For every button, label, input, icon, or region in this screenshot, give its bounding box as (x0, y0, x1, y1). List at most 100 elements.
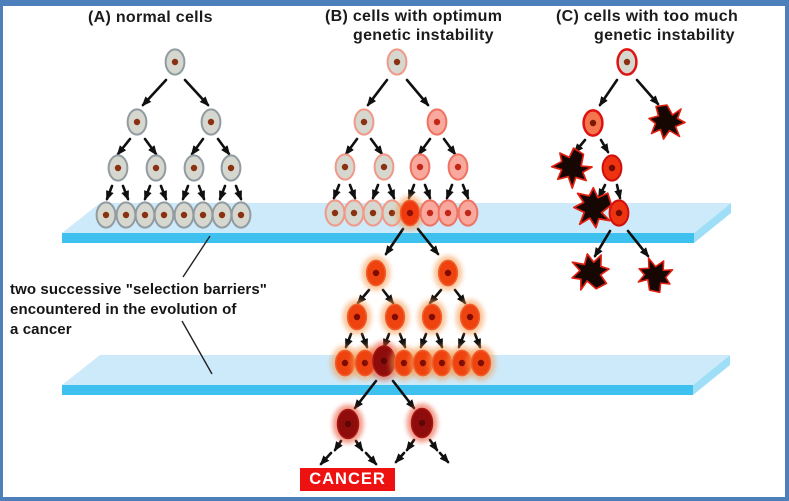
division-arrow (635, 78, 660, 106)
cell-nucleus (102, 211, 110, 219)
cell-nucleus (466, 313, 474, 321)
cell-nucleus (623, 58, 631, 66)
cell-nucleus (391, 313, 399, 321)
cell-nucleus (416, 163, 424, 171)
division-arrow (366, 78, 389, 107)
division-arrow (394, 451, 406, 464)
division-arrow (417, 137, 432, 156)
dead-cell-icon (571, 253, 610, 291)
cell-nucleus (458, 359, 466, 367)
division-arrow (332, 183, 341, 200)
division-arrow (143, 184, 152, 201)
division-arrow (348, 183, 357, 200)
selection-barrier-annotation-line2: encountered in the evolution of (10, 301, 237, 318)
cell-nucleus (180, 211, 188, 219)
cell-nucleus (428, 313, 436, 321)
dead-cell-icon (550, 147, 593, 189)
selection-barrier-annotation-line3: a cancer (10, 321, 72, 338)
cell-nucleus (380, 163, 388, 171)
cancer-label: CANCER (300, 468, 395, 491)
cell-nucleus (419, 359, 427, 367)
cell-nucleus (133, 118, 141, 126)
division-arrow (183, 78, 210, 107)
cell-nucleus (361, 359, 369, 367)
cell-nucleus (380, 357, 388, 365)
panel-b-title-line1: (B) cells with optimum (325, 8, 503, 25)
annotation-pointer-line (182, 235, 211, 278)
division-arrow (105, 184, 114, 201)
cell-nucleus (369, 209, 377, 217)
cell-nucleus (589, 119, 597, 127)
division-arrow (423, 183, 432, 200)
cell-nucleus (477, 359, 485, 367)
division-arrow (116, 137, 132, 156)
division-arrow (181, 184, 190, 201)
cell-nucleus (141, 211, 149, 219)
cell-nucleus (353, 313, 361, 321)
cell-nucleus (360, 118, 368, 126)
division-arrow (353, 379, 378, 410)
cell-nucleus (218, 211, 226, 219)
cell-nucleus (350, 209, 358, 217)
division-arrow (234, 184, 243, 201)
division-arrow (461, 183, 470, 200)
cell-nucleus (438, 359, 446, 367)
cell-nucleus (344, 420, 352, 428)
division-arrow (416, 227, 440, 256)
cell-nucleus (418, 419, 426, 427)
cell-nucleus (114, 164, 122, 172)
cell-nucleus (393, 58, 401, 66)
division-arrow (438, 451, 450, 464)
cell-nucleus (406, 209, 414, 217)
cell-nucleus (388, 209, 396, 217)
cell-nucleus (227, 164, 235, 172)
panel-a-title: (A) normal cells (88, 9, 213, 26)
division-arrow (473, 332, 482, 349)
division-arrow (141, 78, 168, 107)
division-arrow (371, 183, 380, 200)
cell-nucleus (372, 269, 380, 277)
division-arrow (457, 332, 466, 349)
division-arrow (364, 451, 378, 466)
cell-nucleus (615, 209, 623, 217)
division-arrow (598, 78, 619, 107)
selection-barrier-front (62, 385, 693, 395)
division-arrow (344, 137, 359, 156)
division-arrow (360, 332, 369, 349)
division-arrow (614, 183, 623, 200)
division-arrow (384, 227, 405, 256)
cell-nucleus (341, 163, 349, 171)
dead-cell-icon (648, 104, 686, 140)
division-arrow (354, 439, 364, 452)
division-arrow (391, 379, 416, 410)
cell-nucleus (400, 359, 408, 367)
annotation-pointer-line (181, 320, 213, 375)
selection-barrier-front (62, 233, 694, 243)
division-arrow (216, 137, 231, 156)
division-arrow (593, 229, 612, 258)
cell-nucleus (444, 209, 452, 217)
cell-nucleus (464, 209, 472, 217)
division-arrow (626, 229, 650, 258)
cell-nucleus (433, 118, 441, 126)
cell-nucleus (122, 211, 130, 219)
division-arrow (597, 183, 607, 199)
division-arrow (319, 451, 333, 466)
cell-nucleus (207, 118, 215, 126)
division-arrow (159, 184, 168, 201)
division-arrow (599, 138, 610, 154)
division-arrow (398, 332, 407, 349)
cell-nucleus (160, 211, 168, 219)
selection-barrier-annotation-line1: two successive "selection barriers" (10, 281, 268, 298)
cell-nucleus (426, 209, 434, 217)
division-arrow (197, 184, 206, 201)
division-arrow (387, 183, 396, 200)
cell-nucleus (190, 164, 198, 172)
panel-c-title-line1: (C) cells with too much (556, 8, 739, 25)
division-arrow (435, 332, 444, 349)
cell-nucleus (444, 269, 452, 277)
cell-nucleus (331, 209, 339, 217)
cell-nucleus (152, 164, 160, 172)
panel-b-title-line2: genetic instability (353, 27, 494, 44)
